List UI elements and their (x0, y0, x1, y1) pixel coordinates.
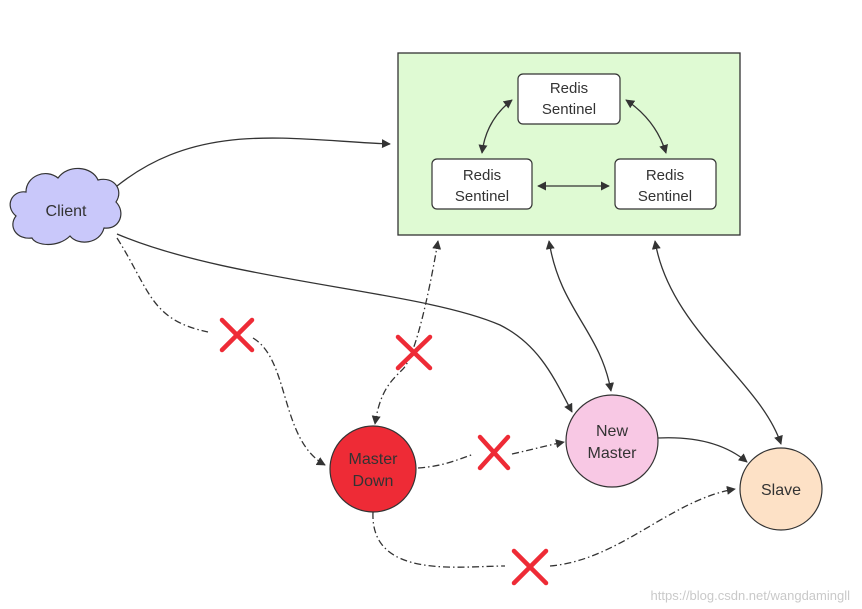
cross-master-down-slave (511, 548, 549, 586)
sentinel-right-line1: Redis (646, 167, 684, 184)
edge-master-down-to-slave (372, 489, 735, 568)
sentinel-left-node[interactable]: Redis Sentinel (431, 158, 533, 210)
slave-label: Slave (761, 482, 801, 499)
slave-node[interactable]: Slave (739, 447, 823, 531)
new-master-line2: Master (588, 445, 638, 462)
cross-master-down-new-master (477, 434, 511, 471)
edge-master-down-to-new-master (417, 442, 564, 469)
sentinel-top-node[interactable]: Redis Sentinel (517, 73, 621, 125)
edge-sentinel-top-right (625, 99, 668, 154)
new-master-node[interactable]: New Master (565, 394, 659, 488)
master-down-line2: Down (353, 473, 394, 490)
edge-new-master-sentinels (545, 240, 614, 392)
master-down-node[interactable]: Master Down (329, 425, 417, 513)
client-label: Client (46, 203, 87, 220)
new-master-line1: New (596, 423, 628, 440)
watermark: https://blog.csdn.net/wangdamingll (650, 588, 850, 603)
client-node[interactable]: Client (9, 167, 122, 246)
sentinel-right-line2: Sentinel (638, 188, 692, 205)
edge-new-master-to-slave (657, 437, 748, 463)
master-down-line1: Master (349, 451, 399, 468)
cloud-shape (9, 167, 122, 246)
sentinel-top-line2: Sentinel (542, 101, 596, 118)
edge-client-to-sentinels (116, 137, 391, 187)
edge-client-to-new-master (116, 233, 573, 413)
sentinel-left-line1: Redis (463, 167, 501, 184)
sentinel-top-line1: Redis (550, 80, 588, 97)
sentinel-right-node[interactable]: Redis Sentinel (614, 158, 717, 210)
edge-slave-sentinels (651, 240, 783, 445)
cross-master-down-sentinels (395, 334, 433, 371)
edge-client-to-master-down (116, 237, 325, 465)
edge-sentinel-top-left (478, 99, 513, 154)
sentinel-left-line2: Sentinel (455, 188, 509, 205)
cross-client-master-down (219, 317, 255, 353)
edge-master-down-sentinels (371, 240, 442, 425)
